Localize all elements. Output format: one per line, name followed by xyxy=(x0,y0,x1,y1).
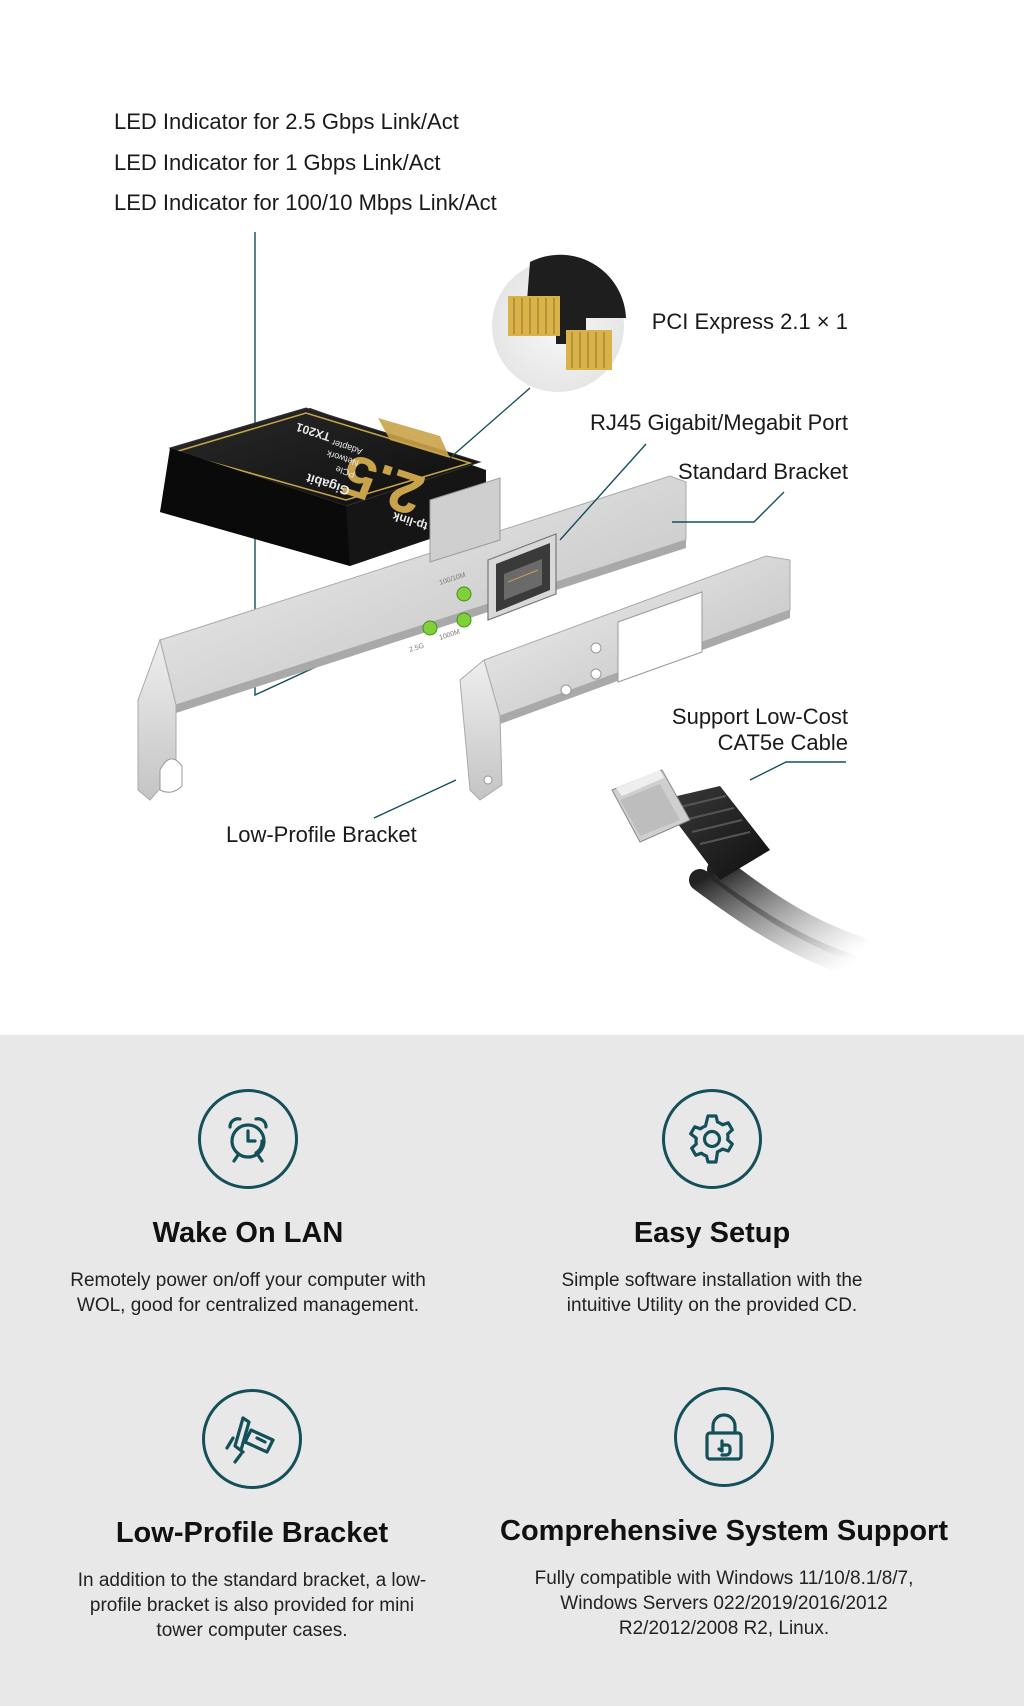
feature-wake-on-lan: Wake On LAN Remotely power on/off your c… xyxy=(28,1089,468,1318)
led-25 xyxy=(422,620,438,636)
feature-comprehensive-system-support: Comprehensive System Support Fully compa… xyxy=(476,1387,972,1641)
svg-text:1000M: 1000M xyxy=(438,629,461,642)
callout-led-100: LED Indicator for 100/10 Mbps Link/Act xyxy=(114,190,497,215)
callout-standard-bracket: Standard Bracket xyxy=(678,459,848,484)
pcie-zoom-detail xyxy=(449,254,626,459)
feature-description: Simple software installation with the in… xyxy=(561,1270,863,1316)
low-profile-leader-line xyxy=(373,779,457,819)
feature-description: Remotely power on/off your computer with… xyxy=(70,1270,426,1316)
feature-description: In addition to the standard bracket, a l… xyxy=(77,1570,427,1641)
callout-pcie: PCI Express 2.1 × 1 xyxy=(651,309,848,334)
rj45-port xyxy=(487,533,557,621)
callout-rj45: RJ45 Gigabit/Megabit Port xyxy=(589,410,848,435)
feature-title: Low-Profile Bracket xyxy=(115,1517,389,1549)
alarm-clock-icon xyxy=(198,1089,298,1189)
lock-icon xyxy=(674,1387,774,1487)
led-100 xyxy=(456,612,472,628)
callout-support-line2: CAT5e Cable xyxy=(717,730,848,755)
svg-text:2.5G: 2.5G xyxy=(408,643,425,654)
callout-led-1: LED Indicator for 1 Gbps Link/Act xyxy=(114,150,441,175)
feature-low-profile-bracket: Low-Profile Bracket In addition to the s… xyxy=(32,1389,472,1643)
callout-support-line1: Support Low-Cost xyxy=(671,704,848,729)
feature-easy-setup: Easy Setup Simple software installation … xyxy=(492,1089,932,1318)
led-indicators: 100/10M 1000M 2.5G xyxy=(408,572,472,654)
features-section: Wake On LAN Remotely power on/off your c… xyxy=(0,1035,1024,1706)
feature-title: Comprehensive System Support xyxy=(500,1515,948,1547)
gear-icon xyxy=(662,1089,762,1189)
bracket-icon xyxy=(202,1389,302,1489)
cable-leader-line xyxy=(749,761,846,781)
network-card: tp-link 2.5 Gigabit PCIe Network Adapter… xyxy=(160,407,501,566)
low-profile-bracket xyxy=(459,555,791,801)
led-1000 xyxy=(456,586,472,602)
rj45-leader-line xyxy=(559,443,647,541)
feature-title: Easy Setup xyxy=(633,1217,791,1249)
ethernet-cable xyxy=(611,769,873,976)
standard-bracket-leader-line xyxy=(672,491,785,523)
callout-low-profile: Low-Profile Bracket xyxy=(226,822,417,847)
callout-led-25: LED Indicator for 2.5 Gbps Link/Act xyxy=(114,109,459,134)
product-hero: tp-link 2.5 Gigabit PCIe Network Adapter… xyxy=(114,109,873,976)
feature-description: Fully compatible with Windows 11/10/8.1/… xyxy=(534,1568,914,1639)
feature-title: Wake On LAN xyxy=(152,1217,344,1249)
network-card-illustration: tp-link 2.5 Gigabit PCIe Network Adapter… xyxy=(137,232,873,976)
